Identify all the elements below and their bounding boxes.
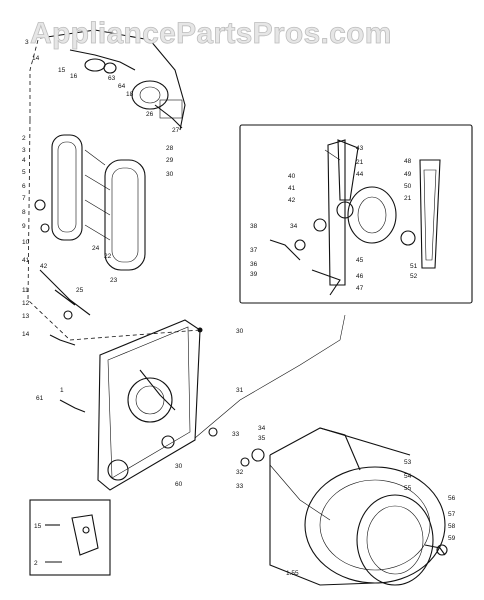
label-8: 8 [22,209,26,216]
label-64: 64 [118,83,126,90]
label-2-inset: 2 [34,560,38,567]
label-55: 55 [404,485,412,492]
label-12: 12 [22,300,30,307]
site-watermark: AppliancePartsPros.com [30,17,392,50]
label-34-drum: 34 [258,425,266,432]
label-9: 9 [22,223,26,230]
label-4: 4 [22,157,26,164]
label-30-mid: 30 [236,328,244,335]
label-50: 50 [404,183,412,190]
label-30: 30 [166,171,174,178]
label-25: 25 [76,287,84,294]
label-1-55: 1.55 [286,570,299,577]
label-33: 33 [232,431,240,438]
rear-panel [59,314,346,491]
label-47: 47 [356,285,364,292]
label-30-lower: 30 [175,463,183,470]
label-29: 29 [166,157,174,164]
label-34: 34 [290,223,298,230]
label-28: 28 [166,145,174,152]
label-27: 27 [172,127,180,134]
motor-inset [239,124,473,304]
lower-left-inset [29,499,111,576]
label-41-inset: 41 [288,185,296,192]
label-31: 31 [236,387,244,394]
label-56: 56 [448,495,456,502]
label-21: 21 [356,159,364,166]
drum-assembly [240,427,448,586]
label-42-inset: 42 [288,197,296,204]
label-15: 15 [58,67,66,74]
label-63: 63 [108,75,116,82]
label-40: 40 [288,173,296,180]
label-53: 53 [404,459,412,466]
label-13: 13 [22,313,30,320]
label-14: 14 [32,55,40,62]
label-43: 43 [356,145,364,152]
label-36: 36 [250,261,258,268]
label-57: 57 [448,511,456,518]
upper-left-cluster [29,29,186,131]
label-21-inset: 21 [404,195,412,202]
label-44: 44 [356,171,364,178]
label-48: 48 [404,158,412,165]
label-39: 39 [250,271,258,278]
label-1: 1 [60,387,64,394]
label-42: 42 [40,263,48,270]
label-3-top: 3 [25,39,29,46]
label-61: 61 [36,395,44,402]
label-37: 37 [250,247,258,254]
label-26: 26 [146,111,154,118]
label-52: 52 [410,273,418,280]
label-41: 41 [22,257,30,264]
label-22: 22 [104,253,112,260]
heater-assembly [27,119,201,346]
label-32: 32 [236,469,244,476]
label-11: 11 [22,287,29,294]
label-49: 49 [404,171,412,178]
label-54: 54 [404,473,412,480]
label-18: 18 [126,91,134,98]
label-24: 24 [92,245,100,252]
label-15-inset: 15 [34,523,42,530]
label-6: 6 [22,183,26,190]
label-38: 38 [250,223,258,230]
label-16: 16 [70,73,78,80]
label-45: 45 [356,257,364,264]
label-5: 5 [22,169,26,176]
label-10: 10 [22,239,30,246]
label-60: 60 [175,481,183,488]
label-3: 3 [22,147,26,154]
label-33-lower: 33 [236,483,244,490]
label-2: 2 [22,135,26,142]
label-35: 35 [258,435,266,442]
label-7: 7 [22,195,26,202]
label-46: 46 [356,273,364,280]
label-14-left: 14 [22,331,30,338]
label-59: 59 [448,535,456,542]
part-labels: 3 14 15 16 63 64 18 26 27 2 3 4 5 6 7 8 … [22,39,456,577]
label-23: 23 [110,277,118,284]
label-58: 58 [448,523,456,530]
label-51: 51 [410,263,418,270]
